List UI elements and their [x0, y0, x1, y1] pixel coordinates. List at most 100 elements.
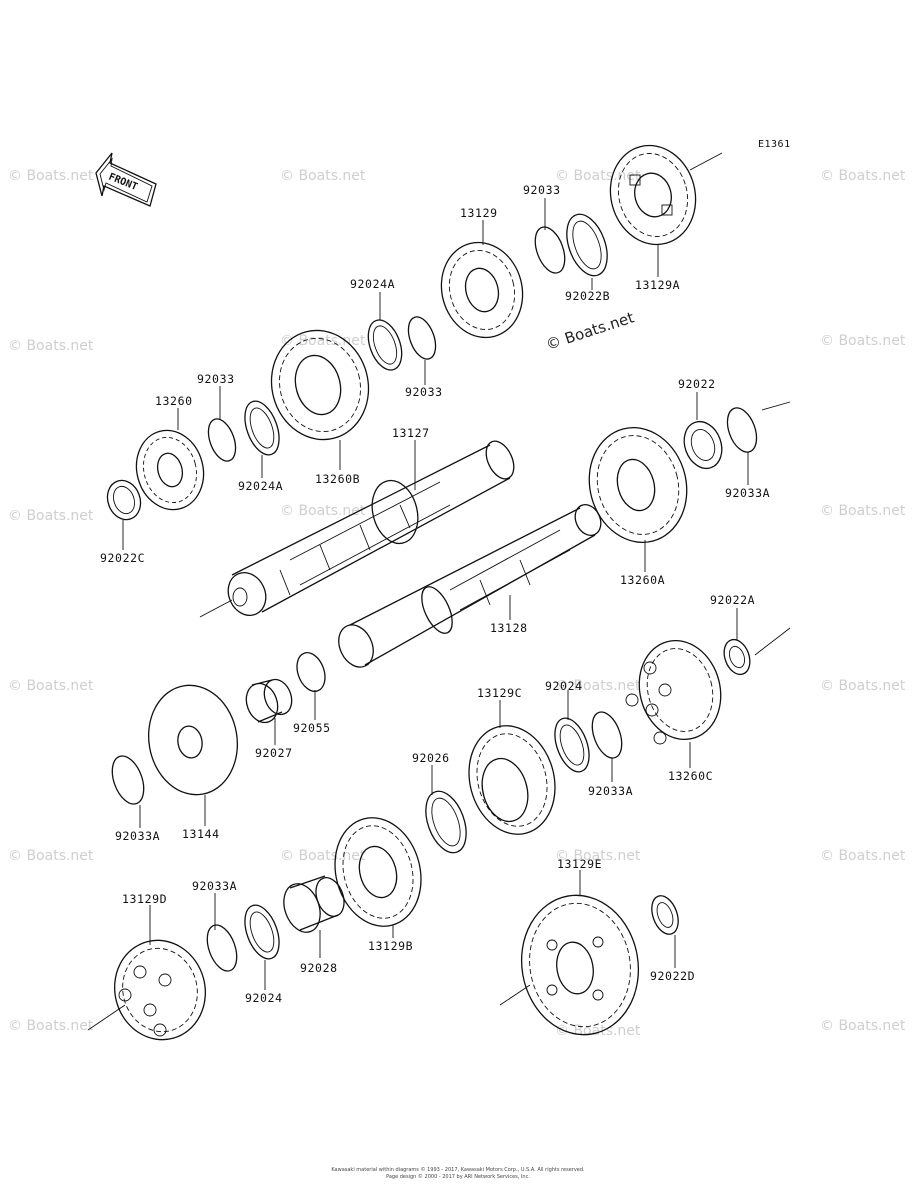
- part-label: 13129C: [477, 686, 522, 700]
- part-label: 92022: [678, 377, 716, 391]
- axis-arrow: [499, 984, 531, 1006]
- watermark: © Boats.net: [820, 848, 906, 864]
- washer-92022: [683, 420, 723, 470]
- shaft-13128: [338, 503, 602, 668]
- part-label: 92033: [405, 385, 443, 399]
- part-label: 92024A: [238, 479, 283, 493]
- part-labels: 13129 92033 92022B 13129A 92024A 92033 9…: [100, 183, 770, 1005]
- part-label: 92033A: [588, 784, 633, 798]
- circlip-92033A: [111, 755, 145, 805]
- shaft-13127: [227, 440, 515, 616]
- watermark: © Boats.net: [8, 848, 94, 864]
- circlip-92055: [296, 652, 326, 692]
- part-label: 92026: [412, 751, 450, 765]
- part-label: 92024: [245, 991, 283, 1005]
- watermark: © Boats.net: [820, 333, 906, 349]
- integrated-gear: [371, 479, 419, 545]
- part-label: 13129E: [557, 857, 602, 871]
- axis-arrow: [754, 627, 791, 656]
- circlip-92033A: [726, 407, 758, 453]
- part-label: 92022C: [100, 551, 145, 565]
- bearing-92028: [283, 875, 345, 933]
- reference-code: E1361: [758, 139, 791, 150]
- gear-13129C: [468, 725, 556, 835]
- part-label: 92028: [300, 961, 338, 975]
- collar-92027: [245, 678, 293, 724]
- leader-lines: [122, 198, 749, 990]
- part-label: 92033: [523, 183, 561, 197]
- part-label: 92022B: [565, 289, 610, 303]
- washer-92022B: [566, 213, 608, 277]
- watermark: © Boats.net: [8, 338, 94, 354]
- watermark: © Boats.net: [820, 678, 906, 694]
- watermark: © Boats.net: [820, 1018, 906, 1034]
- part-label: 92022A: [710, 593, 755, 607]
- watermark: © Boats.net: [8, 678, 94, 694]
- washer-92024: [554, 717, 590, 773]
- part-label: 92024A: [350, 277, 395, 291]
- axis-arrow: [689, 152, 723, 171]
- watermark: © Boats.net: [820, 503, 906, 519]
- part-label: 92027: [255, 746, 293, 760]
- gear-13129A: [609, 144, 697, 246]
- part-label: 92024: [545, 679, 583, 693]
- watermark: © Boats.net: [820, 168, 906, 184]
- watermark-center: © Boats.net: [544, 308, 637, 353]
- part-label: 13129: [460, 206, 498, 220]
- circlip-92033: [207, 418, 237, 462]
- circlip-92033A: [591, 711, 623, 759]
- part-label: 92033A: [192, 879, 237, 893]
- part-label: 13129D: [122, 892, 167, 906]
- gear-13129E: [520, 894, 640, 1036]
- gear-13260B: [270, 329, 370, 441]
- watermark: © Boats.net: [555, 848, 641, 864]
- part-label: 92033A: [115, 829, 160, 843]
- watermarks: © Boats.net © Boats.net © Boats.net © Bo…: [8, 168, 906, 1039]
- watermark: © Boats.net: [280, 333, 366, 349]
- part-label: 92055: [293, 721, 331, 735]
- copyright-text: Kawasaki material within diagrams © 1993…: [331, 1166, 585, 1173]
- part-label: 13128: [490, 621, 528, 635]
- gear-13260A: [588, 426, 688, 544]
- part-label: 13129B: [368, 939, 413, 953]
- watermark: © Boats.net: [280, 168, 366, 184]
- watermark: © Boats.net: [555, 678, 641, 694]
- washer-92022D: [651, 895, 679, 935]
- watermark: © Boats.net: [555, 1023, 641, 1039]
- gear-13260: [135, 429, 205, 511]
- axis-arrow: [199, 599, 233, 618]
- watermark: © Boats.net: [8, 1018, 94, 1034]
- gear-13129B: [334, 817, 422, 927]
- gear-13129: [440, 241, 524, 339]
- circlip-92033: [407, 316, 437, 360]
- part-label: 13260: [155, 394, 193, 408]
- part-label: 13144: [182, 827, 220, 841]
- part-label: 13260B: [315, 472, 360, 486]
- watermark: © Boats.net: [555, 168, 641, 184]
- part-label: 13260C: [668, 769, 713, 783]
- part-label: 92022D: [650, 969, 695, 983]
- front-arrow-icon: FRONT: [95, 152, 157, 207]
- part-label: 92033: [197, 372, 235, 386]
- part-label: 92033A: [725, 486, 770, 500]
- gear-13129D: [113, 939, 207, 1041]
- watermark: © Boats.net: [280, 503, 366, 519]
- washer-92024A: [367, 319, 403, 371]
- part-label: 13260A: [620, 573, 665, 587]
- circlip-92033: [534, 226, 566, 274]
- watermark: © Boats.net: [8, 508, 94, 524]
- circlip-92033A: [206, 924, 238, 972]
- part-label: 13129A: [635, 278, 680, 292]
- washer-92022C: [106, 479, 142, 521]
- gear-13260C: [625, 639, 722, 745]
- watermark: © Boats.net: [280, 848, 366, 864]
- copyright-text-line2: Page design © 2000 - 2017 by ARI Network…: [386, 1173, 530, 1180]
- axis-arrow: [761, 401, 791, 411]
- washer-92026: [425, 790, 467, 854]
- sprocket-13144: [147, 684, 239, 796]
- watermark: © Boats.net: [8, 168, 94, 184]
- part-label: 13127: [392, 426, 430, 440]
- parts: [87, 144, 791, 1041]
